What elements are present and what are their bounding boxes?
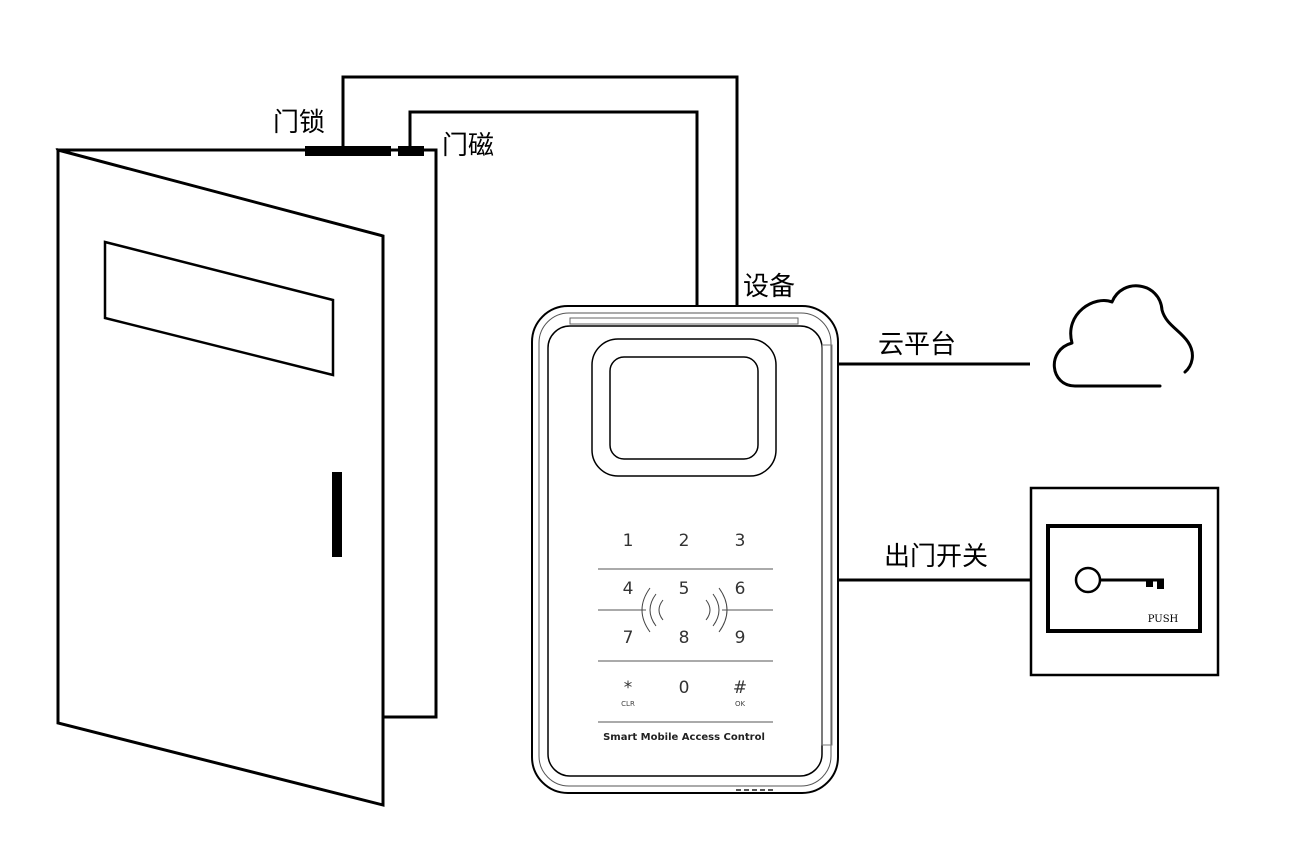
nfc-icon xyxy=(641,587,728,633)
door-magnet-icon xyxy=(398,146,424,156)
lock-label: 门锁 xyxy=(273,108,325,138)
cloud-icon xyxy=(1052,284,1194,388)
cloud-label: 云平台 xyxy=(878,330,956,360)
key-0[interactable]: 0 xyxy=(679,678,690,698)
key-ok-sublabel: OK xyxy=(735,700,746,708)
wires xyxy=(341,75,1030,582)
magnet-label: 门磁 xyxy=(442,131,494,161)
key-5[interactable]: 5 xyxy=(679,579,690,599)
door-handle xyxy=(332,472,342,557)
magnet-wire xyxy=(408,110,699,306)
key-hash[interactable]: # xyxy=(733,678,747,698)
key-star[interactable]: * xyxy=(624,678,633,698)
access-control-device: 1 2 3 4 5 6 7 8 9 * 0 # CLR OK Smart Mob… xyxy=(531,305,839,794)
key-8[interactable]: 8 xyxy=(679,628,690,648)
exit-switch-label: 出门开关 xyxy=(884,542,988,572)
door-lock-icon xyxy=(305,146,391,156)
key-3[interactable]: 3 xyxy=(735,531,746,551)
camera-window-inner xyxy=(609,356,759,460)
door xyxy=(55,148,438,807)
lock-wire xyxy=(341,75,739,306)
device-brand-text: Smart Mobile Access Control xyxy=(603,732,765,743)
key-9[interactable]: 9 xyxy=(735,628,746,648)
device-right-edge xyxy=(821,344,833,746)
device-top-tab xyxy=(569,317,799,325)
key-1[interactable]: 1 xyxy=(623,531,634,551)
key-6[interactable]: 6 xyxy=(735,579,746,599)
key-clr-sublabel: CLR xyxy=(621,700,635,708)
key-2[interactable]: 2 xyxy=(679,531,690,551)
key-4[interactable]: 4 xyxy=(623,579,634,599)
key-icon xyxy=(1074,566,1164,594)
camera-window-outer xyxy=(591,338,777,477)
device-label: 设备 xyxy=(743,272,795,302)
device-outer-shell xyxy=(531,305,839,794)
push-label: PUSH xyxy=(1148,614,1179,625)
key-7[interactable]: 7 xyxy=(623,628,634,648)
door-window xyxy=(103,240,335,377)
exit-switch: PUSH xyxy=(1029,486,1220,677)
device-inner-bezel xyxy=(538,312,832,787)
